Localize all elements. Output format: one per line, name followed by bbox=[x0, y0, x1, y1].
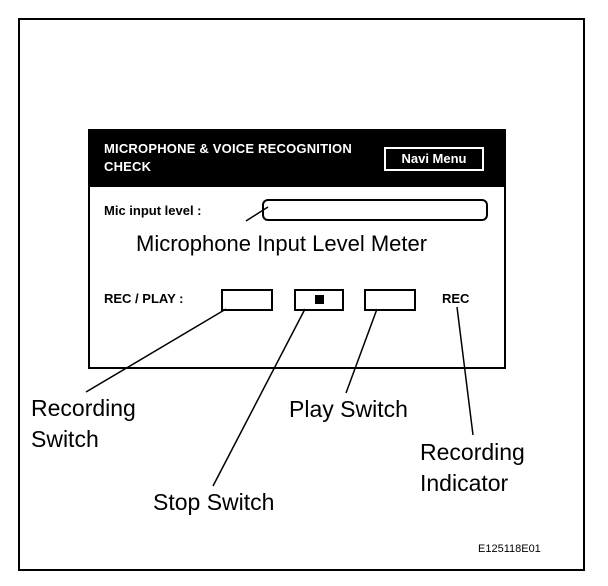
stop-icon bbox=[315, 295, 324, 304]
recording-switch[interactable] bbox=[221, 289, 273, 311]
recording-indicator-callout-line1: Recording bbox=[420, 439, 525, 465]
screen-title-line1: MICROPHONE & VOICE RECOGNITION bbox=[104, 141, 352, 156]
screen-title: MICROPHONE & VOICE RECOGNITION CHECK bbox=[104, 140, 352, 176]
recording-indicator-callout: Recording Indicator bbox=[420, 437, 525, 499]
figure-frame bbox=[18, 18, 585, 571]
mic-meter-callout: Microphone Input Level Meter bbox=[136, 231, 428, 256]
rec-play-label: REC / PLAY : bbox=[104, 291, 184, 306]
play-switch[interactable] bbox=[364, 289, 416, 311]
recording-indicator-callout-line2: Indicator bbox=[420, 470, 509, 496]
stop-switch[interactable] bbox=[294, 289, 344, 311]
mic-input-level-label: Mic input level : bbox=[104, 203, 202, 218]
play-switch-callout: Play Switch bbox=[289, 396, 408, 422]
screen-header: MICROPHONE & VOICE RECOGNITION CHECK Nav… bbox=[90, 131, 504, 187]
recording-switch-callout-line2: Switch bbox=[31, 426, 99, 452]
recording-switch-callout-line1: Recording bbox=[31, 395, 136, 421]
figure-code: E125118E01 bbox=[478, 543, 541, 555]
navi-menu-button[interactable]: Navi Menu bbox=[384, 147, 484, 171]
screen-title-line2: CHECK bbox=[104, 159, 152, 174]
mic-input-level-meter bbox=[262, 199, 488, 221]
stop-switch-callout: Stop Switch bbox=[153, 489, 275, 515]
recording-indicator: REC bbox=[442, 291, 470, 306]
recording-switch-callout: Recording Switch bbox=[31, 393, 136, 455]
